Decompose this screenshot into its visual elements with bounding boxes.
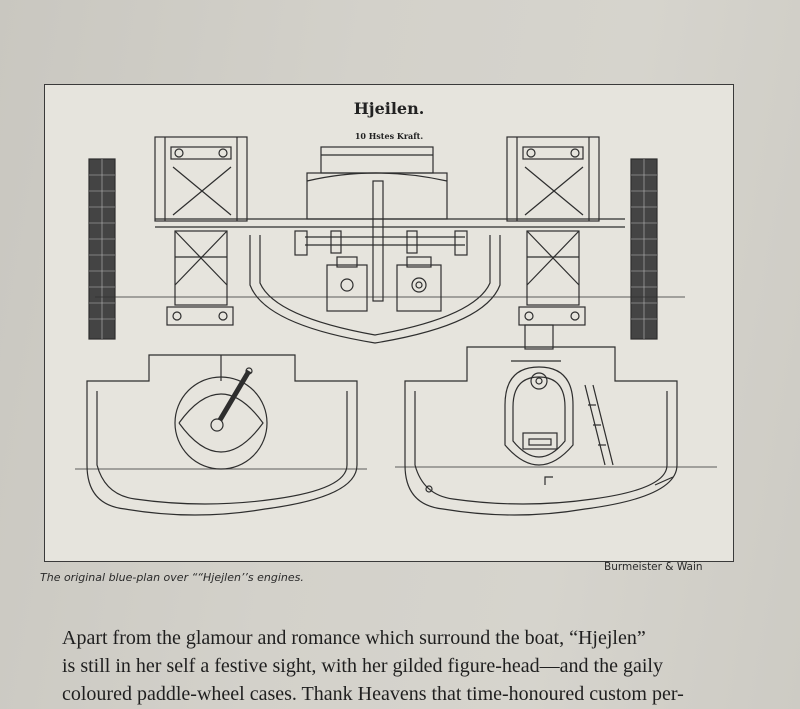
- plan-title: Hjeilen.: [353, 99, 425, 118]
- plan-subtitle: 10 Hstes Kraft.: [354, 131, 424, 141]
- right-paddle-box: [506, 136, 600, 326]
- paragraph-line: coloured paddle-wheel cases. Thank Heave…: [62, 683, 684, 705]
- engine-plan-plate: Hjeilen. 10 Hstes Kraft.: [44, 84, 734, 562]
- left-scale-bar: [88, 158, 116, 340]
- left-paddle-box: [154, 136, 248, 326]
- engine-plan-drawing: [75, 136, 717, 516]
- lower-right-section: [395, 324, 717, 516]
- body-paragraph: Apart from the glamour and romance which…: [62, 624, 800, 708]
- paragraph-line: Apart from the glamour and romance which…: [62, 627, 646, 649]
- upper-hull-section: [95, 146, 685, 344]
- paragraph-line: is still in her self a festive sight, wi…: [62, 655, 663, 677]
- figure-caption: The original blue-plan over ““Hjejlen’’s…: [40, 571, 304, 584]
- right-scale-bar: [630, 158, 658, 340]
- plan-credit: Burmeister & Wain: [604, 561, 703, 573]
- lower-left-section: [75, 354, 367, 516]
